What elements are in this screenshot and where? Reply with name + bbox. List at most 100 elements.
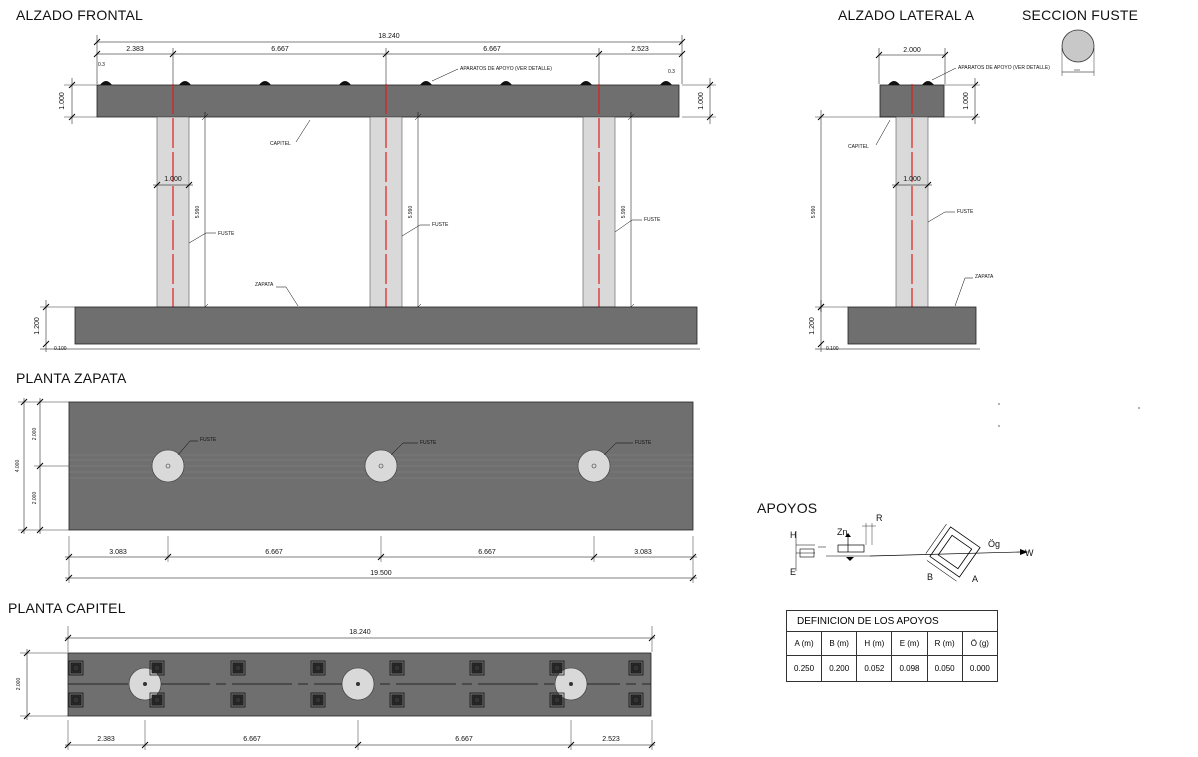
sym-b: B (927, 572, 933, 582)
bearing-pad (469, 660, 485, 676)
dim-lateral-capitel-h: 1.000 (963, 92, 970, 110)
title-alzado-frontal: ALZADO FRONTAL (16, 7, 144, 23)
bearing-pad (393, 664, 401, 672)
table-header-cell: B (m) (821, 631, 858, 656)
table-header-cell: R (m) (926, 631, 963, 656)
planta-capitel: 18.240 2.000 2.383 6.667 6.667 2.523 (16, 626, 656, 750)
bearing-pad (391, 694, 403, 706)
fuste-section-circle (1061, 29, 1095, 63)
bearing-pad (232, 662, 244, 674)
bearing-pad (630, 662, 642, 674)
label-fuste-zap-3: FUSTE (635, 440, 652, 446)
bearing-pad (72, 664, 80, 672)
bearing-pad (70, 662, 82, 674)
sym-zn: Zn (837, 527, 848, 537)
sym-w: W (1025, 548, 1034, 558)
bearing-pad (473, 696, 481, 704)
table-header-cell: Ö (g) (961, 631, 999, 656)
label-zapata-frontal: ZAPATA (255, 282, 274, 288)
label-fuste-lateral: FUSTE (957, 209, 974, 215)
dim-small-left: 0.3 (98, 62, 105, 68)
dim-lateral-zapata-off: 0.100 (826, 346, 839, 352)
fuste-plan-2 (364, 449, 398, 483)
bearing-pad (473, 664, 481, 672)
title-apoyos: APOYOS (757, 500, 818, 516)
bearing-pad (151, 662, 163, 674)
dim-zapata-off: 0.100 (54, 346, 67, 352)
dim-d4: 2.523 (631, 46, 649, 53)
bearing-pad (549, 692, 565, 708)
bearing-pad (471, 662, 483, 674)
title-seccion-fuste: SECCION FUSTE (1022, 7, 1139, 23)
bearing-pad (314, 664, 322, 672)
bearing-pad (553, 696, 561, 704)
sym-r: R (876, 513, 883, 523)
dim-capitel-plan-d2: 6.667 (243, 736, 261, 743)
capitel-frontal (96, 84, 680, 118)
bearing-pad (230, 692, 246, 708)
bearing-pad (151, 694, 163, 706)
dim-capitel-h-right: 1.000 (698, 92, 705, 110)
dim-capitel-h-left: 1.000 (59, 92, 66, 110)
dim-capitel-plan-h: 2.000 (16, 678, 22, 691)
dim-zapata-h: 1.200 (34, 317, 41, 335)
bearing-pad (232, 694, 244, 706)
table-cell: 0.000 (961, 655, 999, 682)
table-header-row: A (m) B (m) H (m) E (m) R (m) Ö (g) (785, 631, 999, 656)
dim-d1: 2.383 (126, 46, 144, 53)
label-fuste-frontal-1: FUSTE (218, 231, 235, 237)
bearing-pads-plan (68, 660, 644, 708)
bearing-pad (314, 696, 322, 704)
bearing-pad (551, 694, 563, 706)
dim-fuste-h-1: 5.990 (195, 206, 201, 219)
fuste-plan-1 (151, 449, 185, 483)
sym-h: H (790, 530, 797, 540)
dim-fuste-h-3: 5.990 (621, 206, 627, 219)
dim-d2: 6.667 (271, 46, 289, 53)
bearing-pad (312, 694, 324, 706)
label-zapata-lateral: ZAPATA (975, 274, 994, 280)
seccion-fuste (1061, 29, 1095, 76)
fuste-plan-3 (577, 449, 611, 483)
table-cell: 0.250 (785, 655, 823, 682)
dim-lateral-fuste-w: 1.000 (903, 176, 921, 183)
table-cell: 0.098 (891, 655, 928, 682)
bearing-pad (471, 694, 483, 706)
dim-zap-d4: 3.083 (634, 549, 652, 556)
bearing-pad (68, 660, 84, 676)
bearing-pad (312, 662, 324, 674)
label-capitel-frontal: CAPITEL (270, 141, 291, 147)
table-cell: 0.050 (926, 655, 963, 682)
bearing-pad (628, 660, 644, 676)
alzado-lateral: 2.000 APARATOS DE APOYO (VER DETALLE) 1.… (809, 47, 1050, 352)
bearing-pad (393, 696, 401, 704)
sym-og: Ög (988, 539, 1000, 549)
sym-a: A (972, 574, 978, 584)
bearing-pad (469, 692, 485, 708)
bearing-pad (389, 692, 405, 708)
dim-total-capitel: 18.240 (378, 33, 400, 40)
bearing-pads-frontal (100, 81, 672, 85)
label-fuste-frontal-3: FUSTE (644, 217, 661, 223)
bearing-pad (551, 662, 563, 674)
apoyos-table: DEFINICION DE LOS APOYOS A (m) B (m) H (… (785, 610, 999, 682)
table-header-cell: A (m) (785, 631, 823, 656)
apoyo-plan-rotated (925, 523, 981, 582)
dim-zap-total: 19.500 (370, 570, 392, 577)
label-aparatos-lateral: APARATOS DE APOYO (VER DETALLE) (958, 65, 1050, 71)
dim-lateral-w: 2.000 (903, 47, 921, 54)
table-header-cell: E (m) (891, 631, 928, 656)
table-row: 0.250 0.200 0.052 0.098 0.050 0.000 (785, 655, 999, 682)
dim-fuste-h-2: 5.990 (408, 206, 414, 219)
bearing-pad (153, 664, 161, 672)
planta-zapata: FUSTE FUSTE FUSTE 4.000 2.000 2.000 3.08… (15, 398, 697, 583)
bearing-pad (630, 694, 642, 706)
dim-capitel-plan-d4: 2.523 (602, 736, 620, 743)
label-fuste-zap-2: FUSTE (420, 440, 437, 446)
dim-capitel-plan-d1: 2.383 (97, 736, 115, 743)
bearing-pad (632, 696, 640, 704)
bearing-pad (632, 664, 640, 672)
title-alzado-lateral: ALZADO LATERAL A (838, 7, 975, 23)
bearing-pad (553, 664, 561, 672)
dim-capitel-plan-d3: 6.667 (455, 736, 473, 743)
